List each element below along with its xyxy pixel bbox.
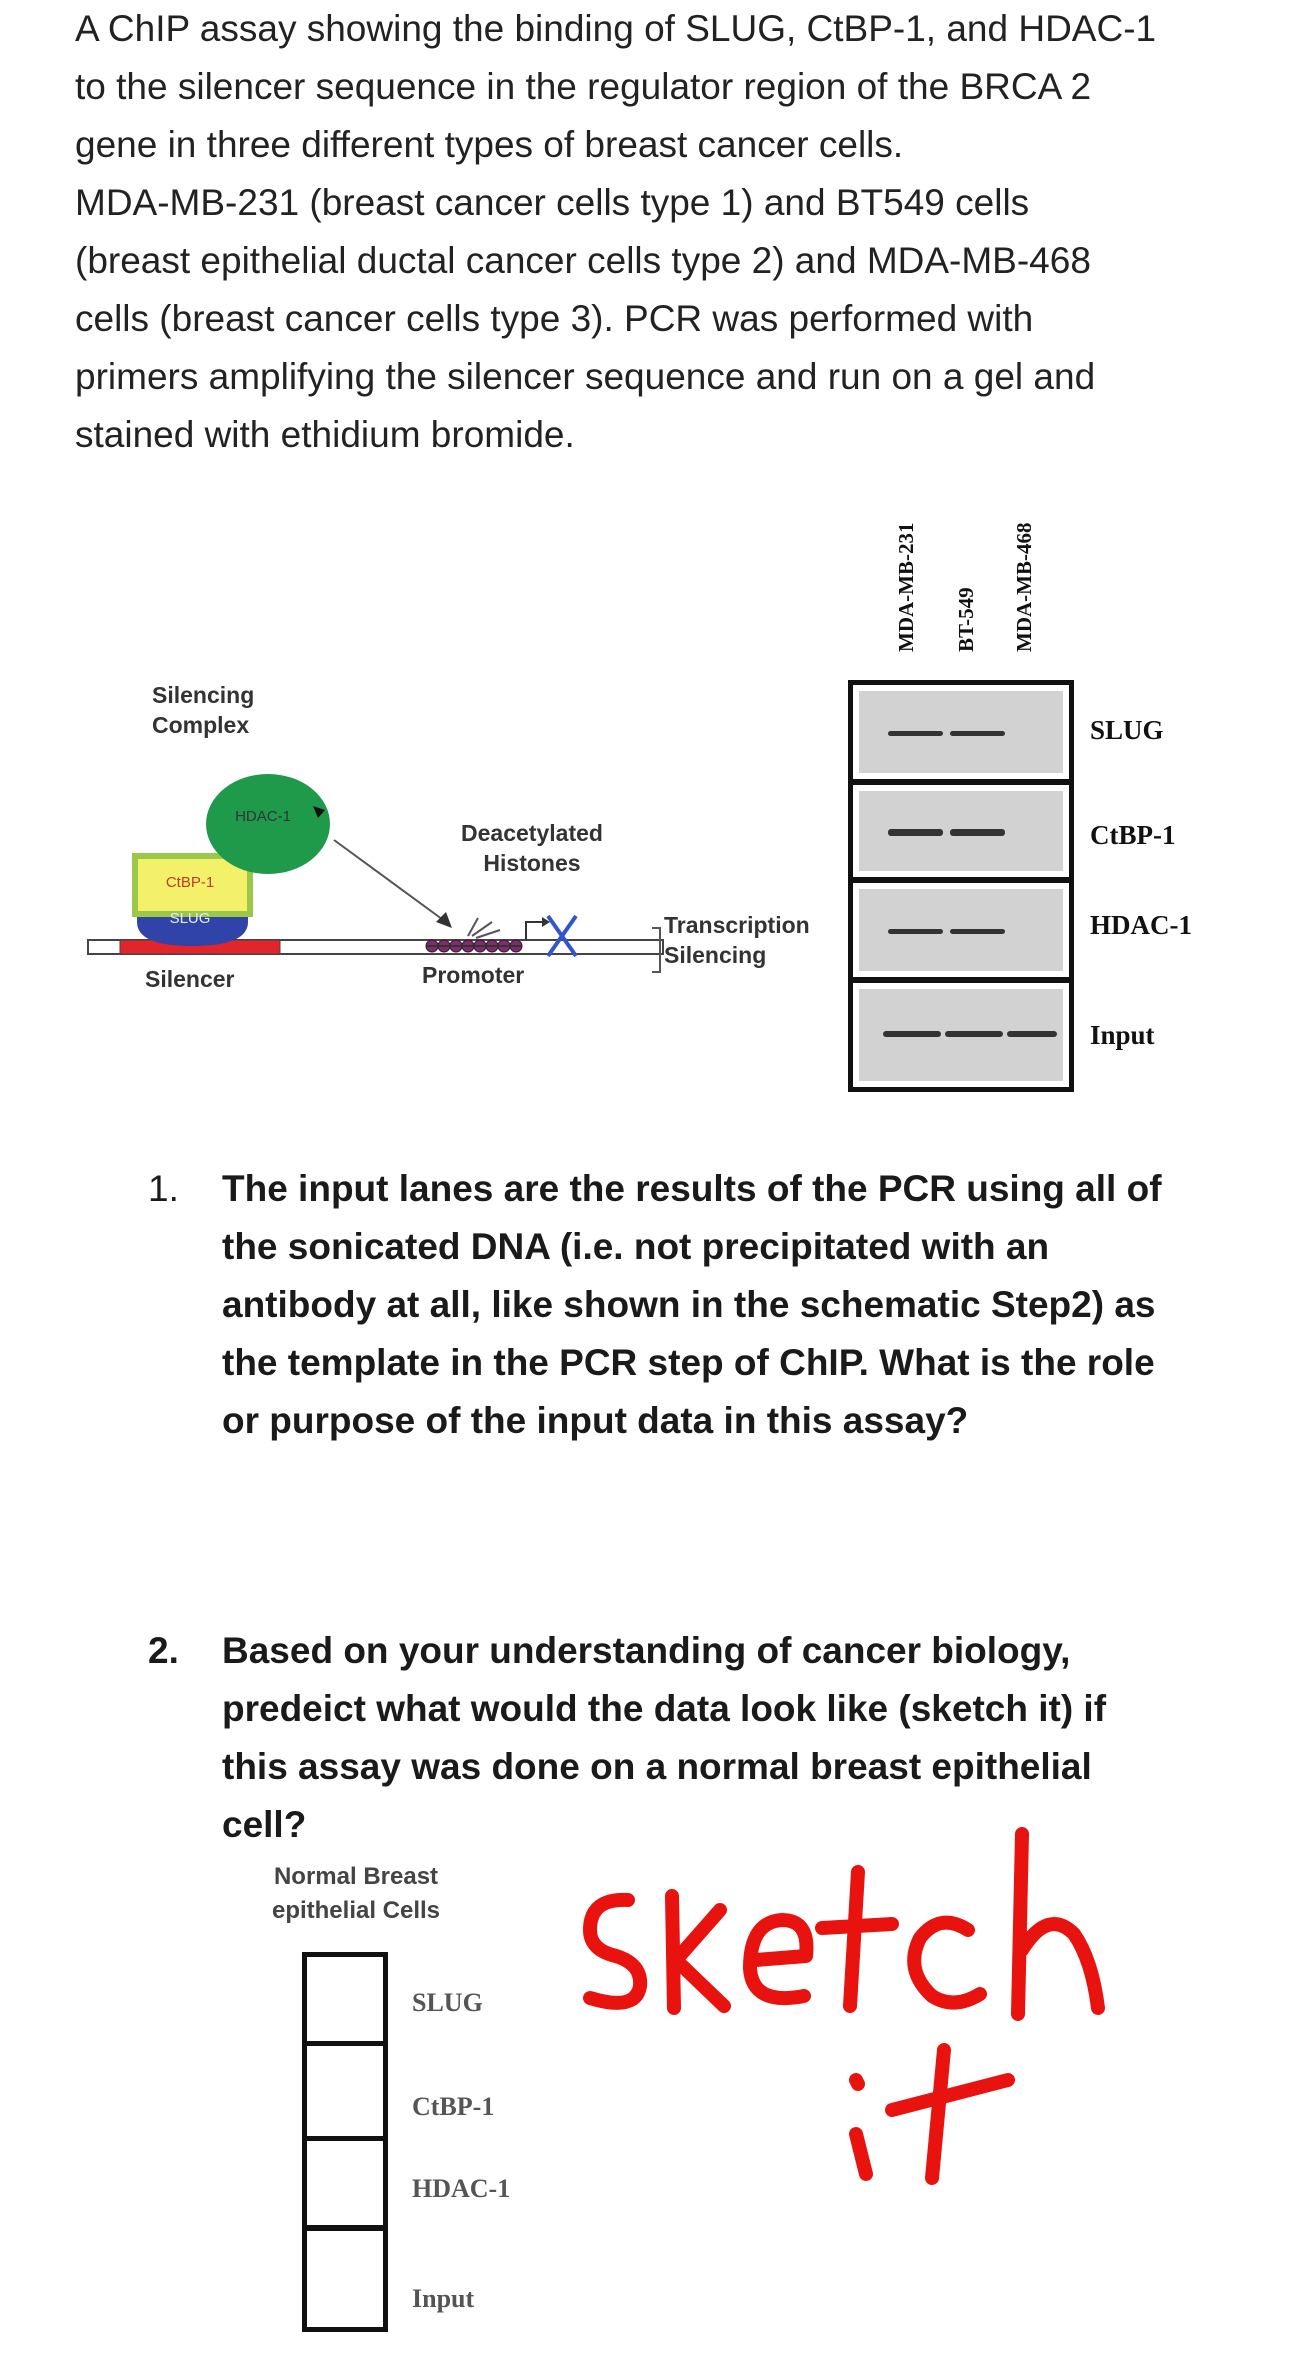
question-2: 2. Based on your understanding of cancer… (148, 1622, 1272, 1854)
gel-row-ctbp1 (848, 780, 1074, 882)
question-line: predeict what would the data look like (… (222, 1688, 1107, 1729)
intro-line: gene in three different types of breast … (75, 124, 904, 165)
blank-gel-title: Normal Breast epithelial Cells (256, 1860, 456, 1928)
intro-line: A ChIP assay showing the binding of SLUG… (75, 8, 1157, 49)
question-line: or purpose of the input data in this ass… (222, 1400, 969, 1441)
slug-label: SLUG (169, 910, 211, 927)
question-line: the sonicated DNA (i.e. not precipitated… (222, 1226, 1050, 1267)
intro-line: stained with ethidium bromide. (75, 414, 575, 455)
band (888, 731, 943, 736)
handwriting-text-it: it (560, 1804, 561, 1805)
question-line: The input lanes are the results of the P… (222, 1168, 1162, 1209)
lane-label-mda-mb-231: MDA-MB-231 (894, 522, 918, 652)
title-line: epithelial Cells (271, 1897, 441, 1924)
silencing-schematic: Silencing Complex HDAC-1 CtBP-1 SLUG Sil… (0, 660, 840, 1020)
blank-label-slug: SLUG (412, 1988, 483, 2017)
blank-box-ctbp1[interactable] (302, 2041, 388, 2141)
question-line: antibody at all, like shown in the schem… (222, 1284, 1156, 1325)
handwriting-text-sketch: sketch (560, 1800, 563, 1801)
normal-cells-blank-gel: Normal Breast epithelial Cells SLUG CtBP… (240, 1860, 620, 2360)
band (883, 1031, 941, 1037)
deacetylation-arrow (333, 839, 447, 923)
question-number: 2. (148, 1630, 179, 1671)
gel-row-slug (848, 680, 1074, 784)
blank-label-ctbp1: CtBP-1 (412, 2092, 495, 2121)
gel-label-input: Input (1090, 1020, 1155, 1050)
label-line: Deacetylated (461, 820, 603, 846)
silencer-label: Silencer (145, 966, 235, 992)
tss-arrow (525, 921, 548, 940)
blank-label-input: Input (412, 2284, 475, 2313)
band (945, 1031, 1003, 1037)
gel-row-hdac1 (848, 878, 1074, 982)
band (950, 929, 1005, 934)
intro-line: (breast epithelial ductal cancer cells t… (75, 240, 1091, 281)
ctbp1-protein (132, 853, 253, 917)
deacetylated-histones-label: Deacetylated Histones (452, 818, 612, 878)
ctbp1-label: CtBP-1 (165, 874, 215, 891)
intro-line: cells (breast cancer cells type 3). PCR … (75, 298, 1034, 339)
intro-paragraph: A ChIP assay showing the binding of SLUG… (75, 0, 1225, 464)
histone-arrows (467, 917, 501, 939)
label-line: Silencing (152, 682, 255, 708)
question-line: the template in the PCR step of ChIP. Wh… (222, 1342, 1155, 1383)
band (1007, 1031, 1057, 1037)
gel-label-ctbp1: CtBP-1 (1090, 820, 1176, 850)
gel-label-slug: SLUG (1090, 715, 1164, 745)
title-line: Normal Breast (273, 1863, 439, 1890)
lane-label-mda-mb-468: MDA-MB-468 (1012, 522, 1036, 652)
slug-protein (137, 910, 248, 946)
band (950, 829, 1005, 836)
blank-box-hdac1[interactable] (302, 2136, 388, 2230)
silencing-complex-label: Silencing Complex (152, 680, 254, 740)
handwriting-strokes (583, 1827, 1105, 2185)
label-line: Histones (483, 850, 581, 876)
lane-label-bt-549: BT-549 (954, 587, 978, 652)
blank-box-input[interactable] (302, 2226, 388, 2332)
band (888, 929, 943, 934)
hdac1-label: HDAC-1 (235, 808, 291, 825)
handwritten-sketch-it: sketch it (560, 1800, 1240, 2220)
intro-line: MDA-MB-231 (breast cancer cells type 1) … (75, 182, 1030, 223)
question-number: 1. (148, 1168, 179, 1209)
label-line: Silencing (664, 942, 767, 968)
question-1: 1. The input lanes are the results of th… (148, 1160, 1272, 1450)
band (950, 731, 1005, 736)
schematic-graphics (87, 774, 664, 973)
gel-label-hdac1: HDAC-1 (1090, 910, 1192, 940)
question-line: Based on your understanding of cancer bi… (222, 1630, 1071, 1671)
x-mark (546, 914, 578, 958)
blank-label-hdac1: HDAC-1 (412, 2174, 511, 2203)
chip-gel-figure: MDA-MB-231 BT-549 MDA-MB-468 SLUG CtBP-1… (840, 480, 1280, 1120)
transcription-silencing-label: Transcription Silencing (664, 910, 810, 970)
label-line: Transcription (664, 912, 810, 938)
gel-row-input (848, 978, 1074, 1092)
intro-line: primers amplifying the silencer sequence… (75, 356, 1096, 397)
question-line: this assay was done on a normal breast e… (222, 1746, 1092, 1787)
question-line: cell? (222, 1804, 307, 1845)
blank-box-slug[interactable] (302, 1952, 388, 2046)
label-line: Complex (152, 712, 250, 738)
hdac1-notch (313, 806, 325, 818)
band (888, 829, 943, 836)
promoter-label: Promoter (422, 962, 525, 988)
bracket (652, 927, 661, 973)
intro-line: to the silencer sequence in the regulato… (75, 66, 1092, 107)
hdac1-protein (206, 774, 330, 874)
